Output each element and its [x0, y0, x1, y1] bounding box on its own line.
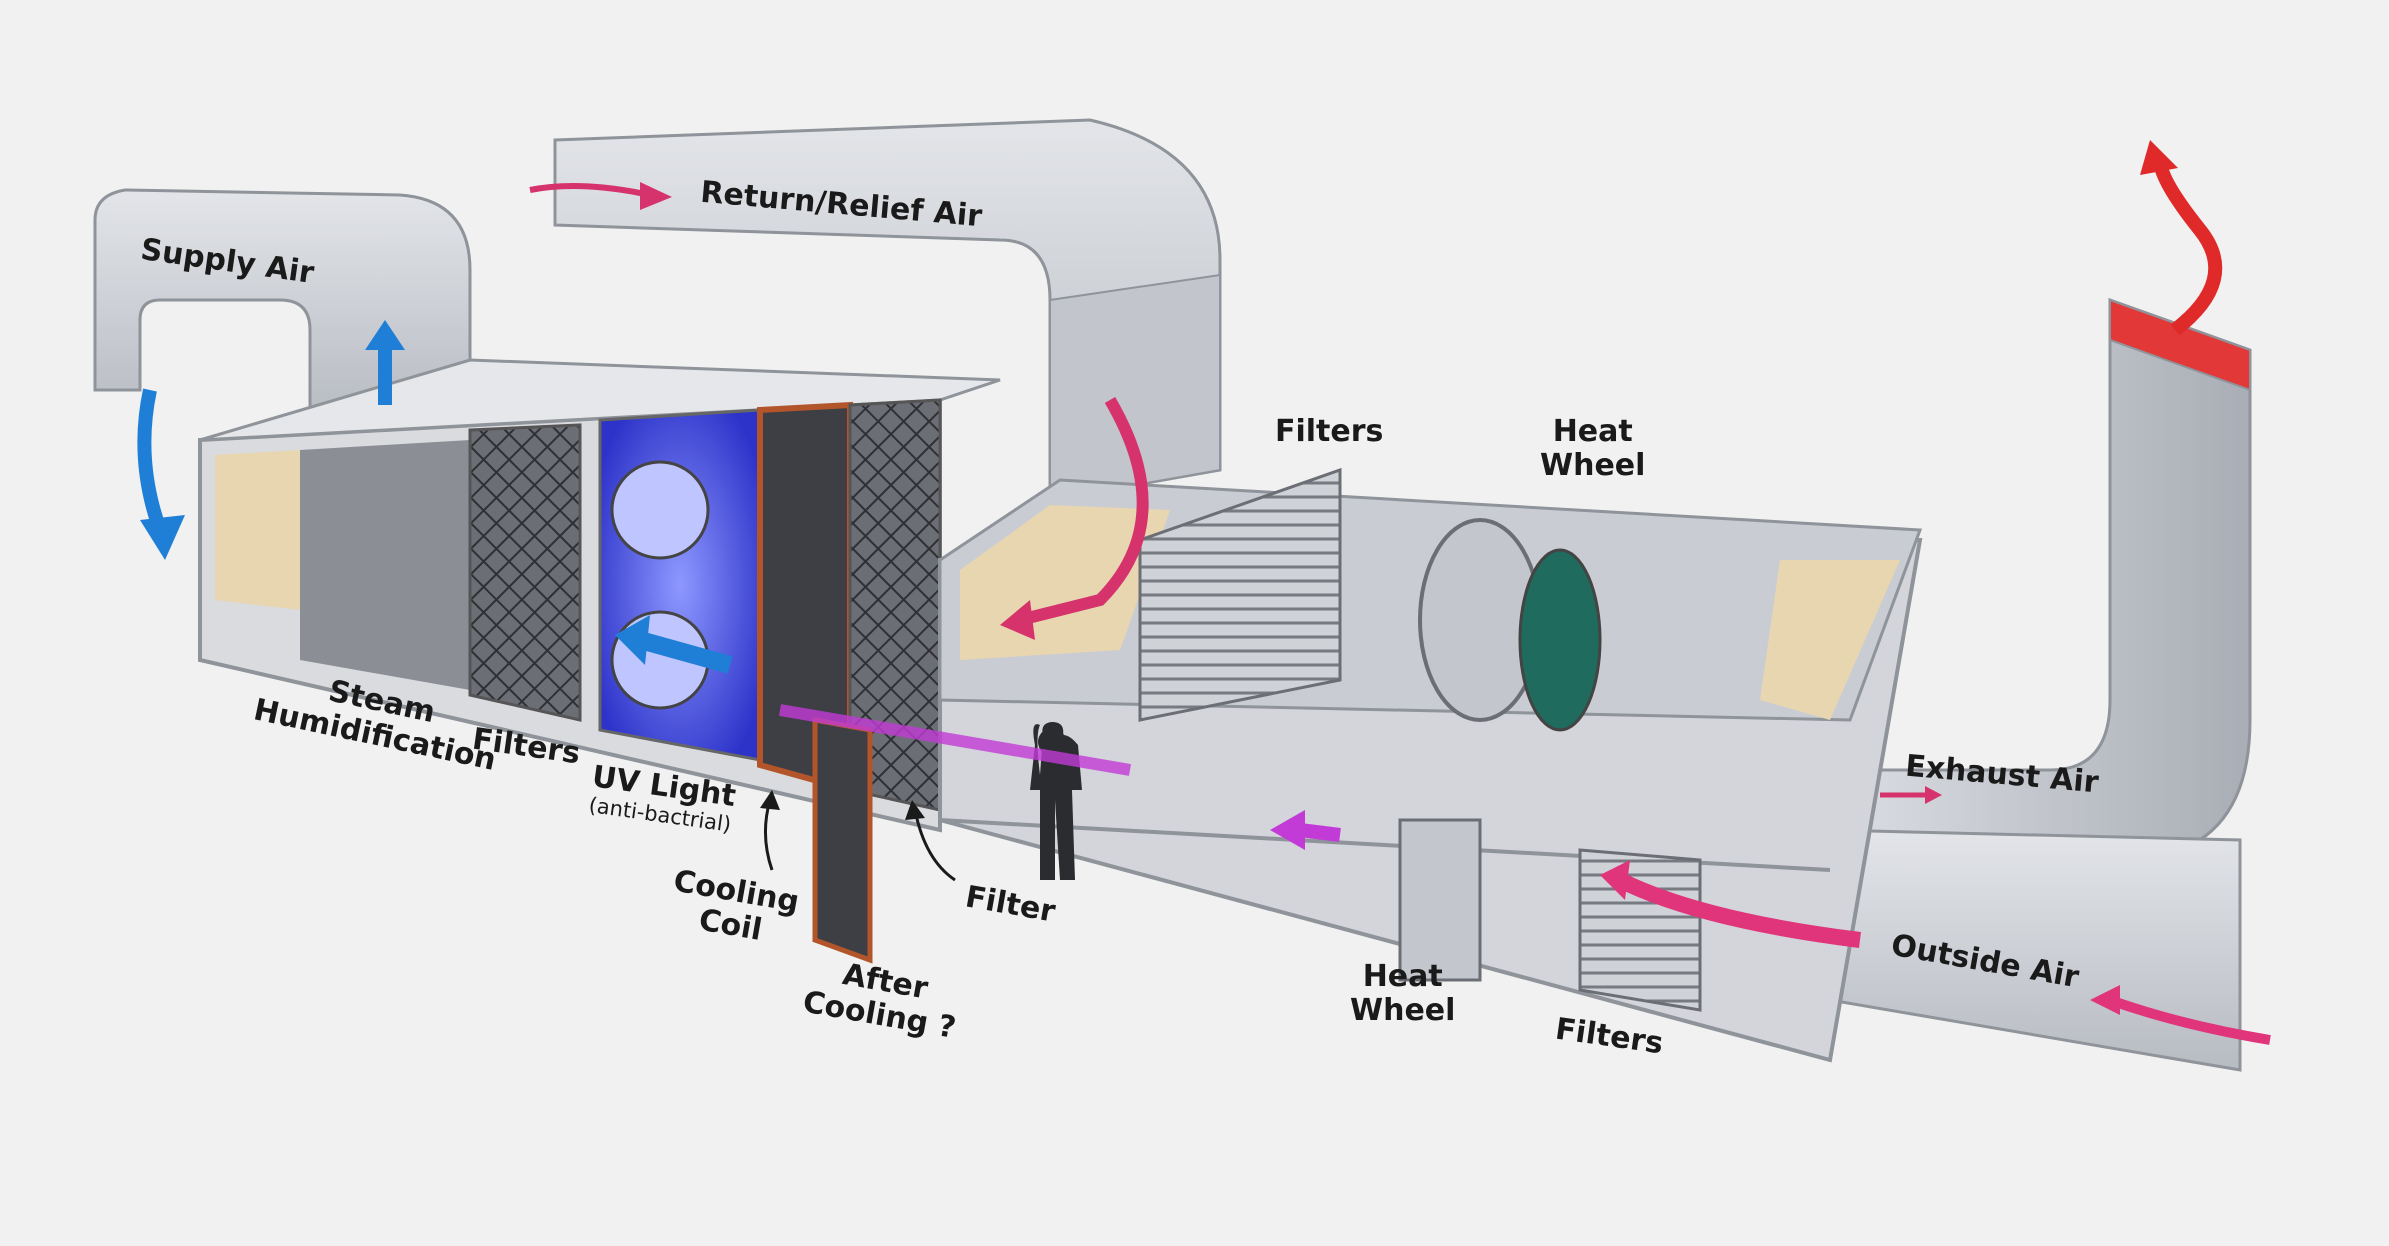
return-air-arrows — [529, 182, 1149, 640]
internal-flow-arrows — [778, 704, 1341, 850]
heat-wheel-upper-line2: Wheel — [1540, 447, 1646, 483]
heat-wheel-upper-label: Heat Wheel — [1540, 415, 1645, 482]
filters-upper-label: Filters — [1275, 414, 1384, 449]
heat-wheel-lower-line2: Wheel — [1350, 992, 1456, 1028]
exhaust-arrow — [1880, 140, 2223, 804]
outside-air-arrows — [1600, 860, 2271, 1045]
ahu-housing — [198, 358, 1923, 1063]
heat-wheel-lower-line1: Heat — [1362, 959, 1443, 994]
return-air-duct — [553, 118, 1222, 502]
heat-wheel-lower-label: Heat Wheel — [1350, 960, 1455, 1027]
heat-wheel-upper-line1: Heat — [1552, 414, 1633, 449]
supply-air-arrows — [137, 320, 733, 674]
label-pointers — [760, 790, 956, 882]
